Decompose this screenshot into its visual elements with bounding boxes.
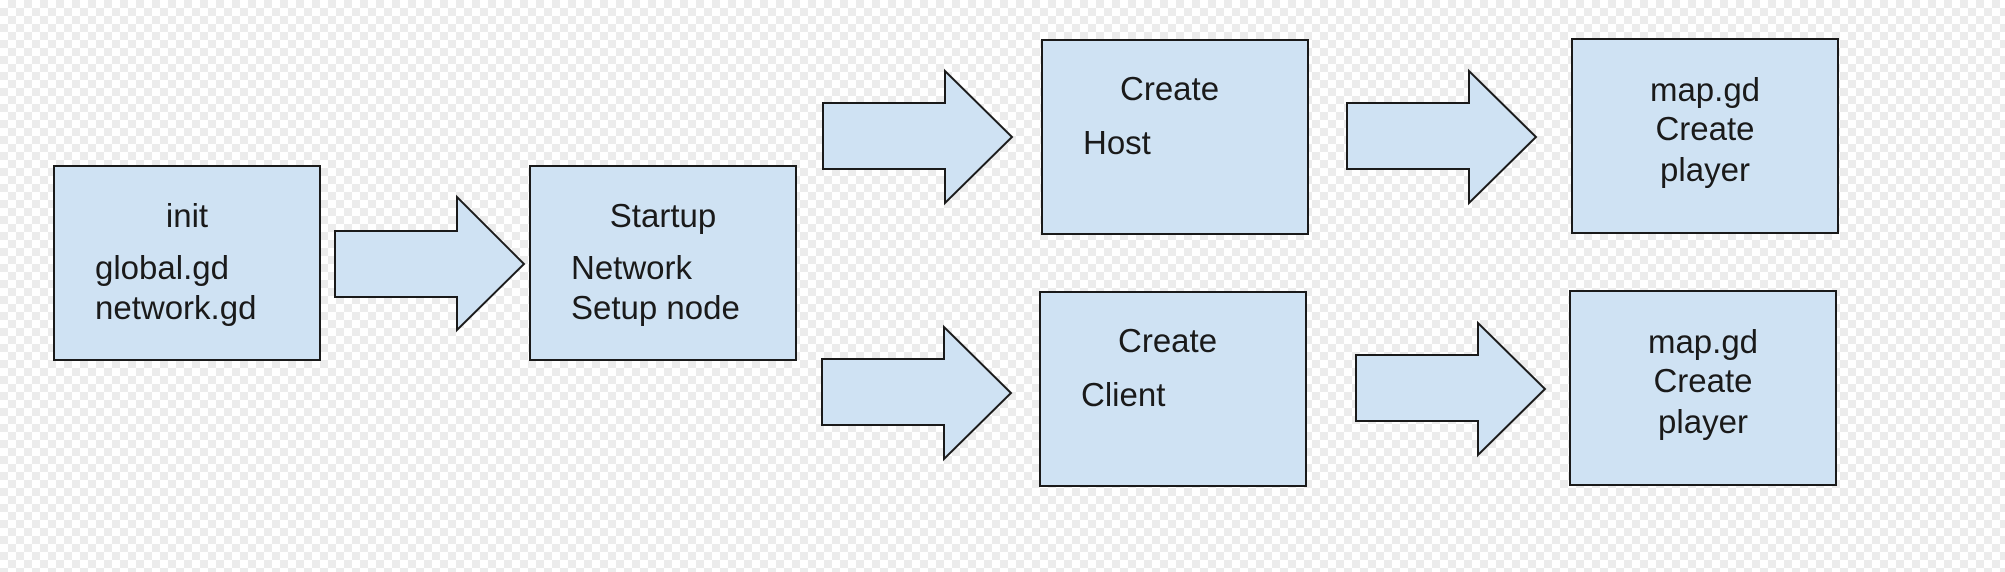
create-host-box-line-1: Host — [1083, 124, 1151, 161]
create-host-box[interactable]: Create Host — [1041, 39, 1309, 235]
arrow-startup-to-client — [821, 324, 1013, 462]
init-box-line-1: global.gd — [95, 249, 229, 286]
map-host-box-line-1: map.gd — [1649, 71, 1761, 108]
create-client-box-line-1: Client — [1081, 376, 1166, 413]
arrow-host-to-map — [1346, 68, 1538, 206]
map-host-box-line-3: player — [1660, 151, 1750, 188]
map-client-box-line-2: Create — [1653, 362, 1753, 399]
arrow-init-to-startup — [334, 194, 526, 333]
map-client-box-line-3: player — [1658, 403, 1748, 440]
map-client-box[interactable]: map.gd Create player — [1569, 290, 1837, 486]
map-host-box-line-2: Create — [1655, 110, 1755, 147]
create-client-box-title: Create — [1118, 322, 1218, 359]
init-box[interactable]: init global.gd network.gd — [53, 165, 321, 361]
map-host-box[interactable]: map.gd Create player — [1571, 38, 1839, 234]
arrow-client-to-map — [1355, 320, 1547, 458]
init-box-line-2: network.gd — [95, 289, 257, 326]
startup-box-line-1: Network — [571, 249, 693, 286]
arrow-startup-to-host — [822, 68, 1014, 206]
startup-box-line-2: Setup node — [571, 289, 740, 326]
create-client-box[interactable]: Create Client — [1039, 291, 1307, 487]
init-box-title: init — [165, 197, 209, 234]
map-client-box-line-1: map.gd — [1647, 323, 1759, 360]
startup-box[interactable]: Startup Network Setup node — [529, 165, 797, 361]
startup-box-title: Startup — [609, 197, 717, 234]
create-host-box-title: Create — [1120, 70, 1220, 107]
